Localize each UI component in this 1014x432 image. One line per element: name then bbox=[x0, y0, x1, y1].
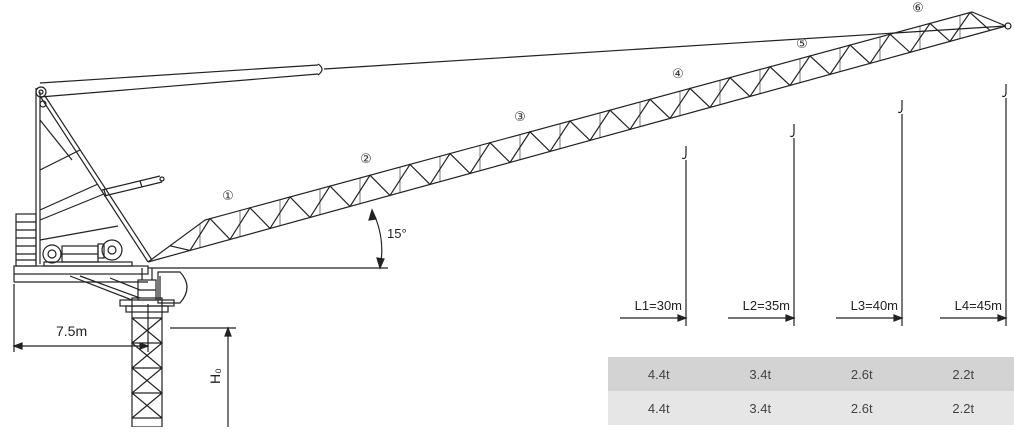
radius-labels: L1=30m L2=35m L3=40m L4=45m bbox=[635, 298, 1002, 313]
winch-machinery bbox=[43, 240, 132, 266]
load-cell: 2.6t bbox=[811, 357, 913, 391]
segment-marker: ⑥ bbox=[912, 1, 924, 16]
radius-label: L3=40m bbox=[851, 298, 898, 313]
load-cell: 2.2t bbox=[913, 391, 1014, 425]
hook-icon bbox=[790, 124, 794, 137]
lattice-jib bbox=[148, 12, 1011, 262]
counterweight bbox=[16, 214, 36, 266]
hook-icon bbox=[898, 100, 902, 113]
angle-label: 15° bbox=[387, 226, 407, 241]
segment-marker: ④ bbox=[672, 67, 684, 82]
segment-marker: ⑤ bbox=[796, 37, 808, 52]
counter-jib bbox=[14, 266, 148, 300]
radius-label: L2=35m bbox=[743, 298, 790, 313]
pendant-line bbox=[40, 26, 1006, 97]
angle-indicator bbox=[148, 210, 388, 268]
hook-icon bbox=[1002, 84, 1006, 97]
hook-icon bbox=[682, 146, 686, 159]
radius-label: L4=45m bbox=[955, 298, 1002, 313]
load-cell: 2.2t bbox=[913, 357, 1014, 391]
segment-labels: ① ② ③ ④ ⑤ ⑥ bbox=[222, 1, 924, 204]
segment-marker: ① bbox=[222, 189, 234, 204]
segment-marker: ② bbox=[360, 152, 372, 167]
a-frame bbox=[36, 87, 152, 264]
load-cell: 4.4t bbox=[608, 391, 710, 425]
luffing-cylinder bbox=[102, 176, 164, 196]
radius-label: L1=30m bbox=[635, 298, 682, 313]
counter-jib-dim-label: 7.5m bbox=[56, 323, 87, 339]
load-cell: 2.6t bbox=[811, 391, 913, 425]
tower-mast bbox=[120, 298, 174, 427]
height-label: H₀ bbox=[207, 368, 223, 384]
load-cell: 4.4t bbox=[608, 357, 710, 391]
load-cell: 3.4t bbox=[710, 391, 812, 425]
radius-dimensions bbox=[620, 84, 1006, 326]
height-dimension bbox=[170, 328, 236, 427]
segment-marker: ③ bbox=[514, 110, 526, 125]
load-cell: 3.4t bbox=[710, 357, 812, 391]
